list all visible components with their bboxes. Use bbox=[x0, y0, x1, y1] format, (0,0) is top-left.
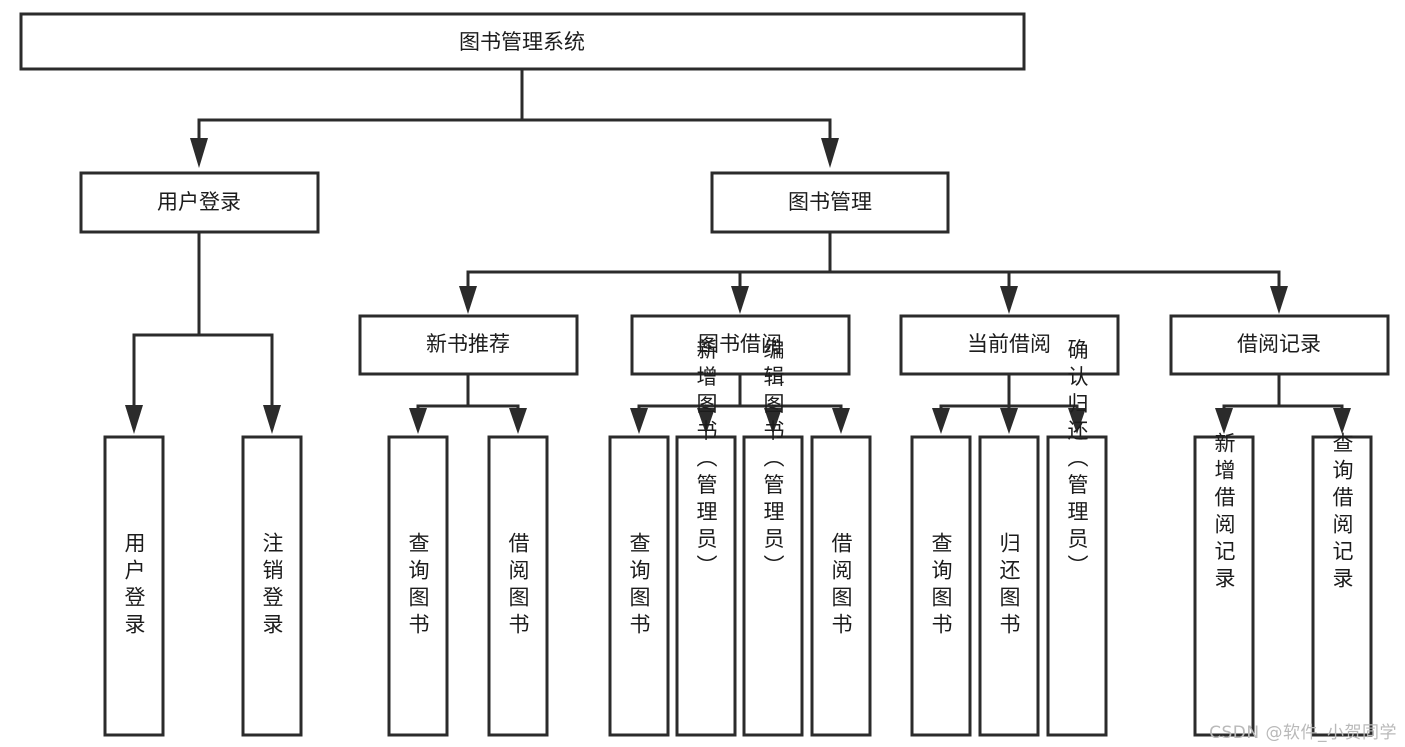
node-leaf-return-book-label: 归还图书 bbox=[997, 532, 1021, 640]
node-borrow-record[interactable]: 借阅记录 bbox=[1169, 314, 1390, 376]
arrow-head-icon bbox=[1333, 408, 1351, 434]
node-leaf-user-logout[interactable]: 注销登录 bbox=[241, 435, 303, 737]
node-leaf-add-record-label: 新增借阅记录 bbox=[1212, 432, 1236, 594]
node-book-manage-label: 图书管理 bbox=[788, 190, 872, 214]
node-leaf-query-book-2[interactable]: 查询图书 bbox=[608, 435, 670, 737]
node-leaf-add-book-label: 新增图书（管理员） bbox=[694, 339, 718, 582]
node-root[interactable]: 图书管理系统 bbox=[19, 12, 1026, 71]
node-leaf-add-book-box[interactable] bbox=[675, 435, 737, 737]
node-leaf-confirm-return-box[interactable] bbox=[1046, 435, 1108, 737]
node-leaf-edit-book-label: 编辑图书（管理员） bbox=[761, 339, 785, 582]
node-leaf-borrow-book-2[interactable]: 借阅图书 bbox=[810, 435, 872, 737]
node-leaf-user-logout-label: 注销登录 bbox=[260, 532, 284, 640]
node-leaf-confirm-return[interactable]: 确认归还（管理员） bbox=[1046, 339, 1108, 737]
arrow-head-icon bbox=[932, 408, 950, 434]
arrow-head-icon bbox=[1215, 408, 1233, 434]
node-leaf-query-book-1[interactable]: 查询图书 bbox=[387, 435, 449, 737]
connector-group bbox=[125, 67, 1351, 434]
node-book-borrow-label: 图书借阅 bbox=[698, 332, 782, 356]
arrow-head-icon bbox=[409, 408, 427, 434]
node-leaf-user-login[interactable]: 用户登录 bbox=[103, 435, 165, 737]
arrow-head-icon bbox=[832, 408, 850, 434]
node-leaf-query-record-label: 查询借阅记录 bbox=[1330, 432, 1354, 594]
arrow-head-icon bbox=[190, 138, 208, 168]
node-leaf-user-login-label: 用户登录 bbox=[122, 532, 146, 640]
node-leaf-add-record[interactable]: 新增借阅记录 bbox=[1193, 432, 1255, 737]
node-root-box[interactable] bbox=[19, 12, 1026, 71]
node-leaf-borrow-book-1[interactable]: 借阅图书 bbox=[487, 435, 549, 737]
node-leaf-user-login-box[interactable] bbox=[103, 435, 165, 737]
node-leaf-query-book-3-label: 查询图书 bbox=[929, 532, 953, 640]
arrow-head-icon bbox=[509, 408, 527, 434]
arrow-head-icon bbox=[731, 286, 749, 314]
node-leaf-confirm-return-label: 确认归还（管理员） bbox=[1065, 339, 1089, 582]
node-book-manage-box[interactable] bbox=[710, 171, 950, 234]
node-user-login-box[interactable] bbox=[79, 171, 320, 234]
arrow-head-icon bbox=[1000, 286, 1018, 314]
node-leaf-borrow-book-1-box[interactable] bbox=[487, 435, 549, 737]
arrow-head-icon bbox=[821, 138, 839, 168]
node-user-login[interactable]: 用户登录 bbox=[79, 171, 320, 234]
arrow-head-icon bbox=[764, 408, 782, 434]
arrow-head-icon bbox=[263, 405, 281, 434]
node-new-book-recommend-label: 新书推荐 bbox=[426, 332, 510, 356]
node-leaf-query-book-3[interactable]: 查询图书 bbox=[910, 435, 972, 737]
node-current-borrow-box[interactable] bbox=[899, 314, 1120, 376]
node-leaf-add-record-box[interactable] bbox=[1193, 435, 1255, 737]
arrow-head-icon bbox=[459, 286, 477, 314]
node-new-book-recommend-box[interactable] bbox=[358, 314, 579, 376]
node-borrow-record-label: 借阅记录 bbox=[1237, 332, 1321, 356]
node-current-borrow[interactable]: 当前借阅 bbox=[899, 314, 1120, 376]
arrow-head-icon bbox=[630, 408, 648, 434]
node-leaf-query-book-1-box[interactable] bbox=[387, 435, 449, 737]
node-new-book-recommend[interactable]: 新书推荐 bbox=[358, 314, 579, 376]
node-leaf-user-logout-box[interactable] bbox=[241, 435, 303, 737]
node-leaf-query-record[interactable]: 查询借阅记录 bbox=[1311, 432, 1373, 737]
node-leaf-query-book-2-label: 查询图书 bbox=[627, 532, 651, 640]
node-current-borrow-label: 当前借阅 bbox=[967, 332, 1051, 356]
node-leaf-borrow-book-2-label: 借阅图书 bbox=[829, 532, 853, 640]
node-leaf-borrow-book-1-label: 借阅图书 bbox=[506, 532, 530, 640]
node-book-borrow[interactable]: 图书借阅 bbox=[630, 314, 851, 376]
node-leaf-edit-book[interactable]: 编辑图书（管理员） bbox=[742, 339, 804, 737]
node-borrow-record-box[interactable] bbox=[1169, 314, 1390, 376]
arrow-head-icon bbox=[1068, 408, 1086, 434]
node-leaf-query-book-1-label: 查询图书 bbox=[406, 532, 430, 640]
arrow-head-icon bbox=[697, 408, 715, 434]
node-leaf-query-record-box[interactable] bbox=[1311, 435, 1373, 737]
node-leaf-return-book[interactable]: 归还图书 bbox=[978, 435, 1040, 737]
node-leaf-edit-book-box[interactable] bbox=[742, 435, 804, 737]
node-leaf-add-book[interactable]: 新增图书（管理员） bbox=[675, 339, 737, 737]
node-root-label: 图书管理系统 bbox=[459, 30, 585, 54]
node-leaf-query-book-2-box[interactable] bbox=[608, 435, 670, 737]
node-leaf-return-book-box[interactable] bbox=[978, 435, 1040, 737]
arrow-head-icon bbox=[1000, 408, 1018, 434]
node-book-manage[interactable]: 图书管理 bbox=[710, 171, 950, 234]
arrow-head-icon bbox=[125, 405, 143, 434]
node-book-borrow-box[interactable] bbox=[630, 314, 851, 376]
node-leaf-query-book-3-box[interactable] bbox=[910, 435, 972, 737]
node-user-login-label: 用户登录 bbox=[157, 190, 241, 214]
arrow-head-icon bbox=[1270, 286, 1288, 314]
node-leaf-borrow-book-2-box[interactable] bbox=[810, 435, 872, 737]
